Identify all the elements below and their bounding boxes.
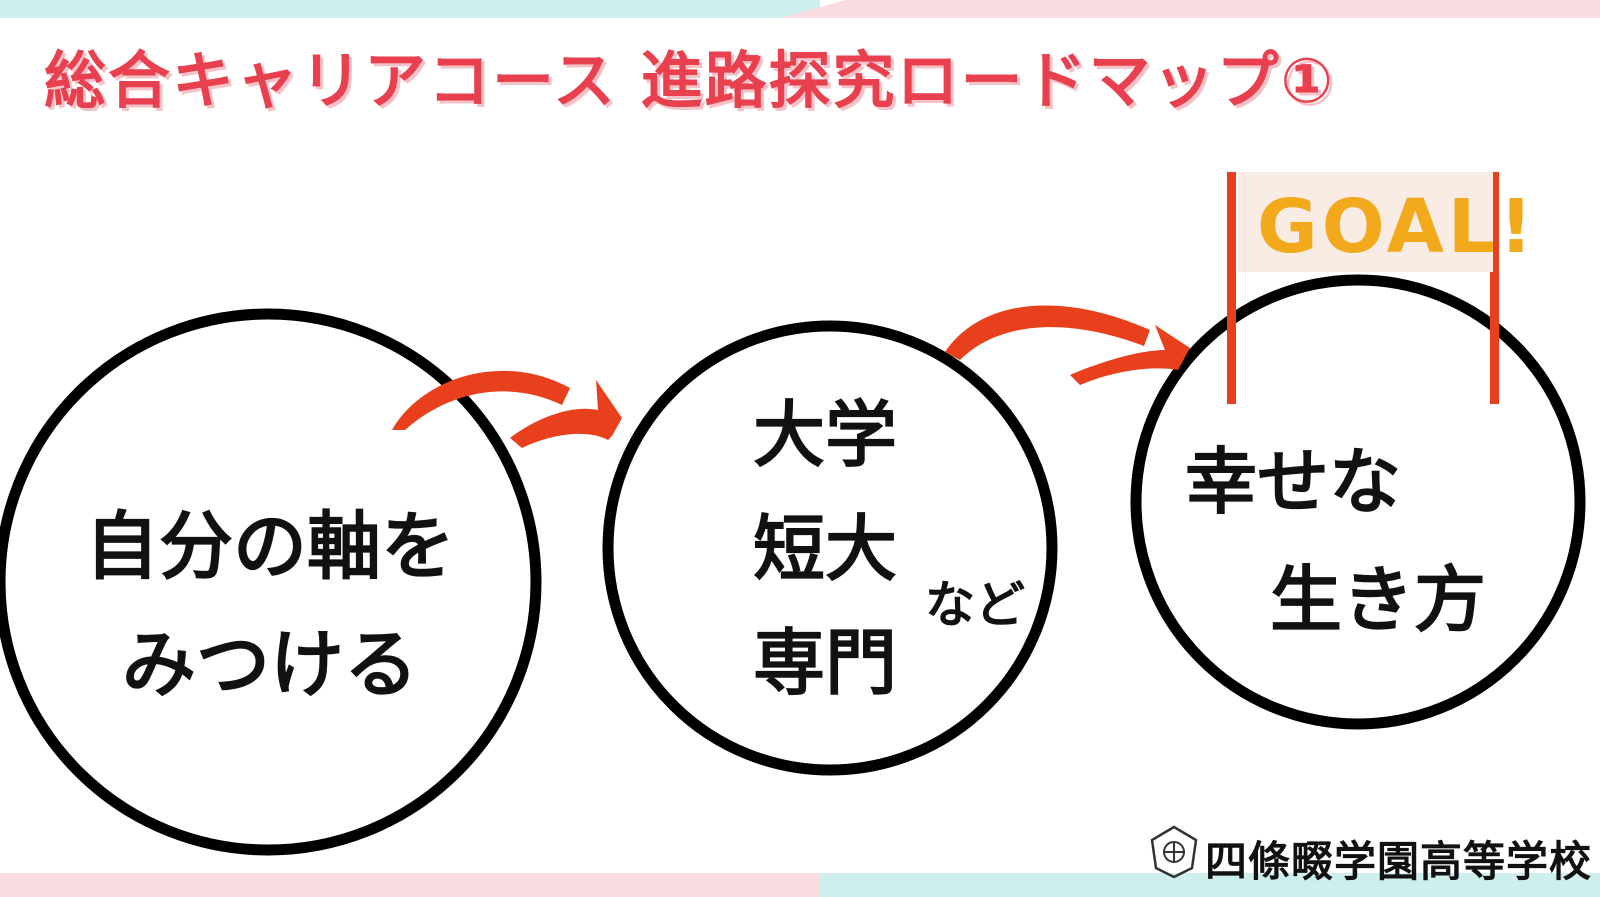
step-2-line-1: 大学: [752, 393, 897, 477]
step-1-line-1: 自分の軸を: [85, 504, 455, 590]
step-2-suffix: など: [925, 576, 1025, 634]
step-2-line-3: 専門: [752, 621, 897, 705]
step-2-text: 大学 短大 専門: [730, 378, 920, 720]
step-1-text: 自分の軸を みつける: [40, 488, 500, 724]
school-emblem-icon: [1150, 825, 1198, 879]
circle-step-3: [1130, 274, 1586, 730]
circle-step-1: [0, 308, 542, 856]
goal-post-left: [1227, 172, 1236, 404]
circle-step-2: [602, 320, 1058, 776]
decor-band-top-left: [0, 0, 820, 18]
step-3-line-2: 生き方: [1270, 558, 1487, 642]
decor-band-bottom-left: [0, 873, 900, 897]
goal-banner: [1238, 172, 1493, 272]
step-3-line-1: 幸せな: [1185, 440, 1402, 524]
arrow-right-icon: [945, 305, 1190, 385]
decor-band-top-right: [780, 0, 1600, 18]
step-1-line-2: みつける: [122, 622, 418, 708]
school-name: 四條畷学園高等学校: [1205, 837, 1593, 886]
decor-band-bottom-right: [820, 873, 1600, 897]
page-title: 総合キャリアコース 進路探究ロードマップ①: [44, 44, 1335, 117]
goal-label: GOAL!: [1257, 184, 1537, 270]
step-2-line-2: 短大: [752, 507, 897, 591]
goal-post-right: [1490, 172, 1499, 404]
arrow-right-icon: [392, 370, 622, 448]
